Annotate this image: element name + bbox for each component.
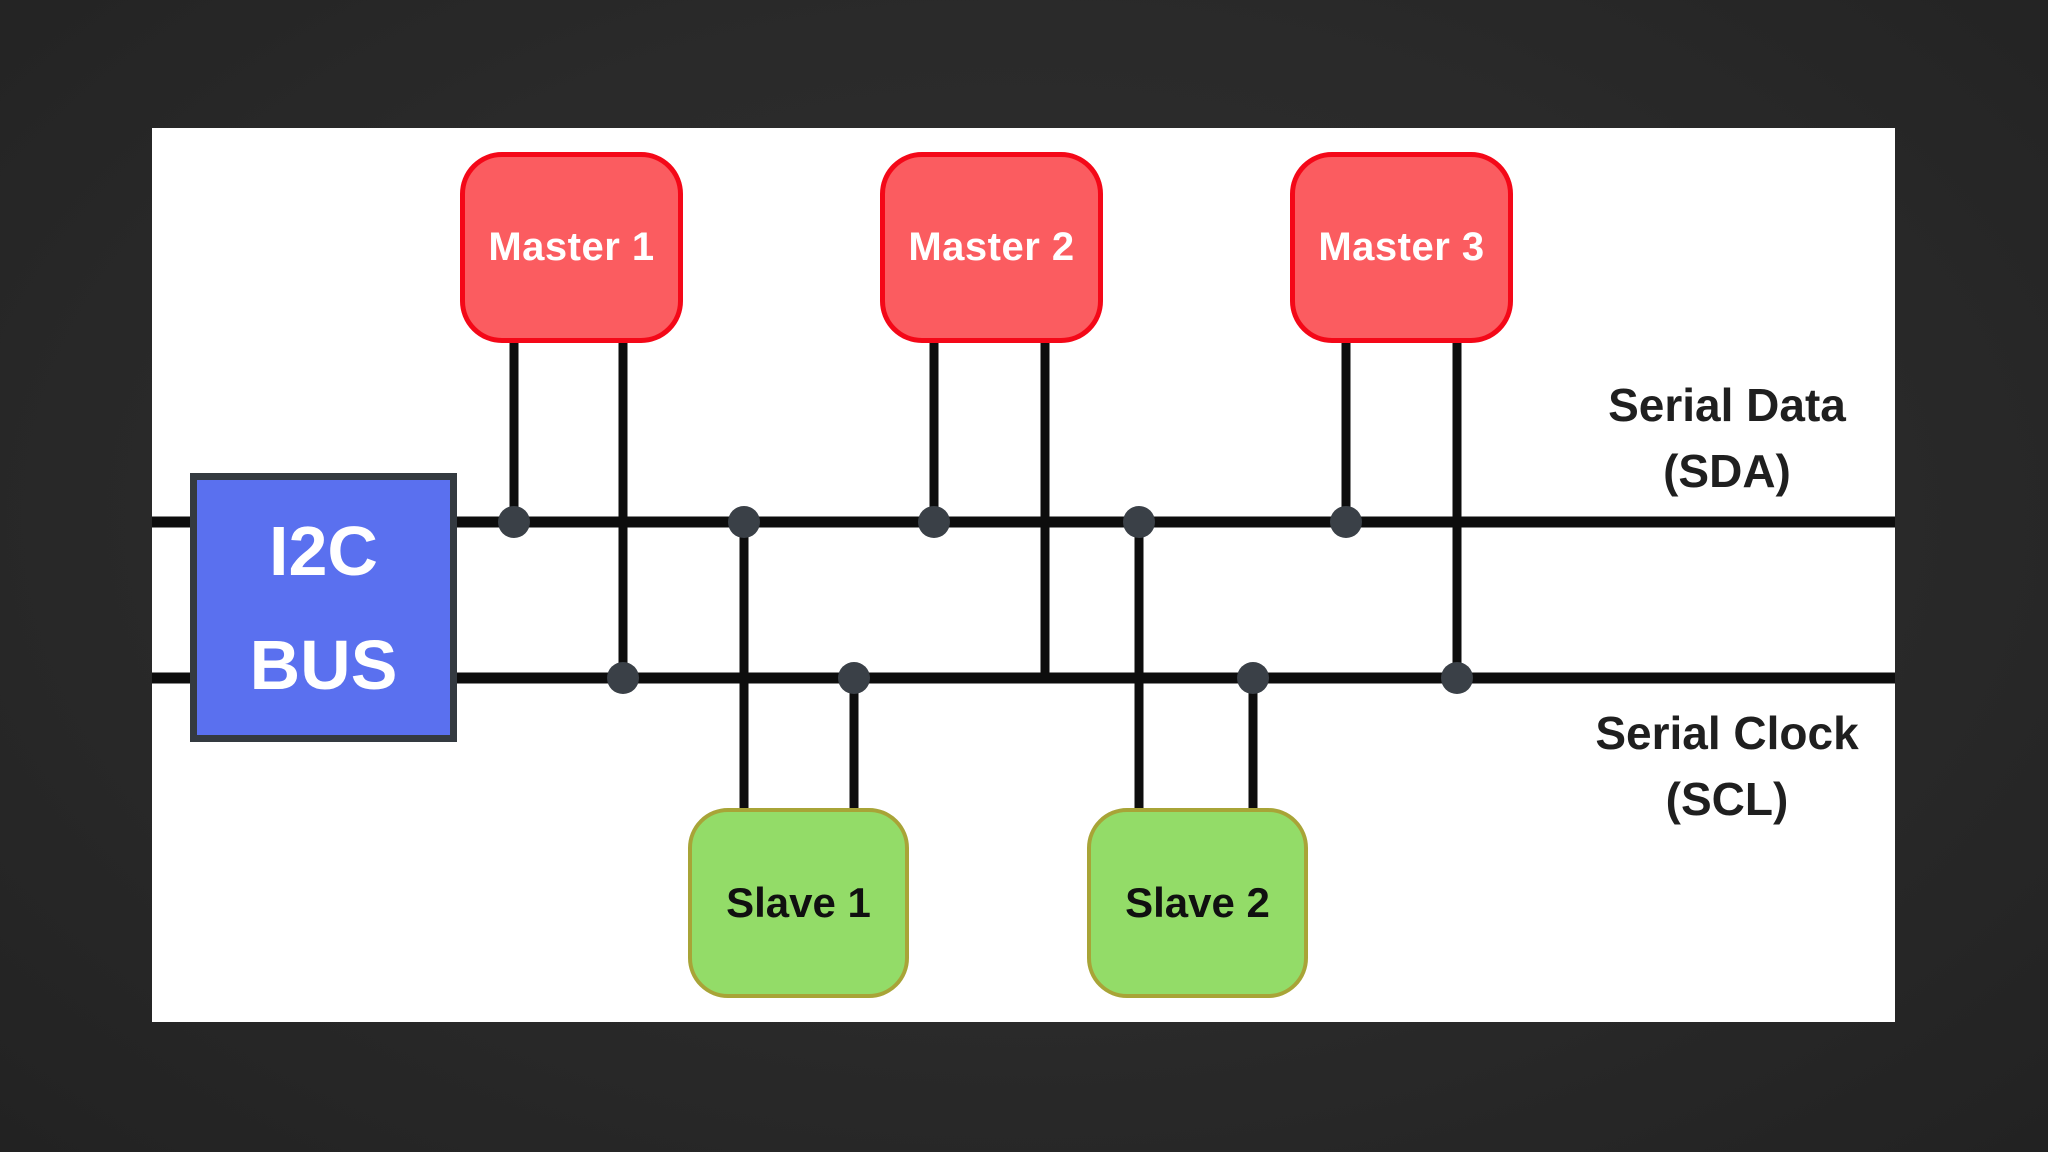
i2c-bus-box: I2C BUS — [190, 473, 457, 742]
junction-dot — [1330, 506, 1362, 538]
master-1-box: Master 1 — [460, 152, 683, 343]
junction-dot — [1123, 506, 1155, 538]
sda-label-line1: Serial Data — [1608, 379, 1846, 431]
master-3-box: Master 3 — [1290, 152, 1513, 343]
sda-signal-label: Serial Data (SDA) — [1542, 372, 1912, 504]
slave-2-box: Slave 2 — [1087, 808, 1308, 998]
junction-dot — [1237, 662, 1269, 694]
i2c-bus-box-label-line1: I2C — [269, 511, 378, 590]
master-1-label: Master 1 — [488, 225, 655, 269]
master-3-label: Master 3 — [1318, 225, 1485, 269]
scl-label-line1: Serial Clock — [1595, 707, 1859, 759]
i2c-bus-box-label-line2: BUS — [249, 625, 398, 704]
junction-dot — [918, 506, 950, 538]
slave-1-box: Slave 1 — [688, 808, 909, 998]
slave-2-label: Slave 2 — [1125, 879, 1270, 926]
junction-dot — [607, 662, 639, 694]
junction-dot — [728, 506, 760, 538]
scl-signal-label: Serial Clock (SCL) — [1542, 700, 1912, 832]
scl-label-line2: (SCL) — [1665, 773, 1789, 825]
slave-1-label: Slave 1 — [726, 879, 871, 926]
junction-dot — [838, 662, 870, 694]
master-2-label: Master 2 — [908, 225, 1075, 269]
junction-dot — [498, 506, 530, 538]
junction-dot — [1441, 662, 1473, 694]
sda-label-line2: (SDA) — [1663, 445, 1791, 497]
master-2-box: Master 2 — [880, 152, 1103, 343]
